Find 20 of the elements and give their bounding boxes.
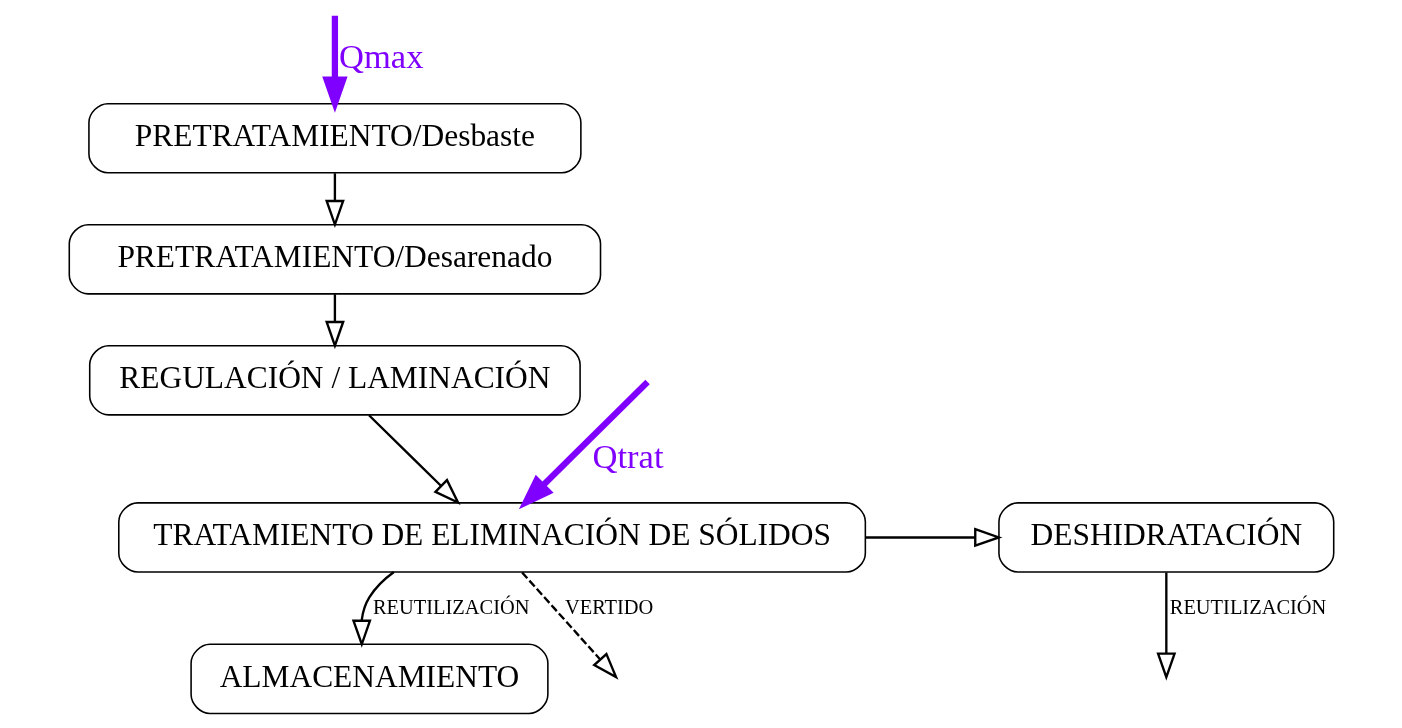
node-box: REGULACIÓN / LAMINACIÓN (88, 344, 581, 416)
edge-label: REUTILIZACIÓN (372, 595, 529, 618)
edge-label: Qmax (338, 37, 423, 76)
edge-label: Qtrat (592, 436, 664, 475)
arrow (324, 173, 345, 229)
arrow (520, 571, 618, 680)
node-box: DESHIDRATACIÓN (997, 502, 1334, 573)
node-box: ALMACENAMIENTO (189, 643, 549, 715)
arrow (321, 15, 348, 113)
edge-label: REUTILIZACIÓN (1169, 595, 1326, 618)
arrow (518, 379, 650, 510)
arrow (367, 414, 461, 506)
arrow (324, 294, 345, 350)
node-box: PRETRATAMIENTO/Desbaste (87, 102, 582, 174)
edge-label: VERTIDO (564, 595, 653, 618)
node-box: PRETRATAMIENTO/Desarenado (68, 223, 601, 295)
arrow (1155, 572, 1176, 681)
node-box: TRATAMIENTO DE ELIMINACIÓN DE SÓLIDOS (117, 502, 866, 573)
arrow (351, 571, 395, 648)
arrow (864, 527, 1002, 548)
